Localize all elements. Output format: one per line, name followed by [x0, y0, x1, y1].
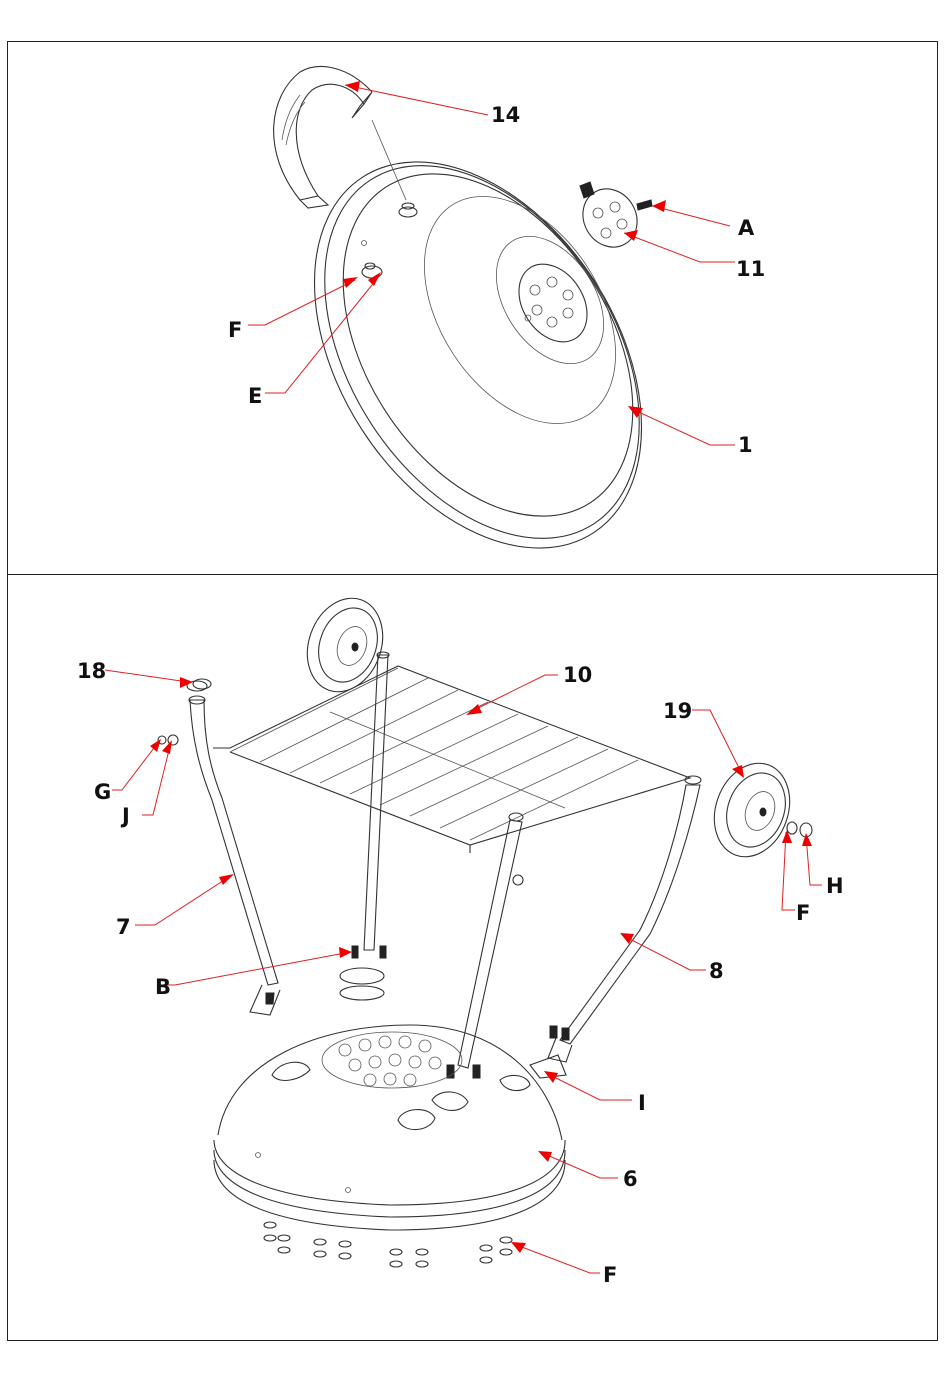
callout-B: B	[155, 975, 171, 999]
callout-H: H	[826, 874, 844, 898]
callout-E: E	[248, 384, 262, 408]
leg-rear	[340, 652, 389, 1000]
bowl-fasteners-F	[264, 1222, 512, 1267]
callout-14: 14	[491, 103, 520, 127]
leg-cap-18	[158, 679, 211, 745]
handle-mount	[362, 120, 418, 278]
leg-8	[530, 776, 701, 1078]
callout-7: 7	[116, 915, 131, 939]
top-leaders	[248, 81, 735, 445]
leg-7	[187, 681, 280, 1015]
leg-front	[447, 813, 523, 1078]
callout-J: J	[120, 804, 130, 828]
callout-G: G	[94, 780, 111, 804]
damper-vent-11	[572, 179, 652, 257]
callout-F-wheel: F	[796, 901, 810, 925]
callout-F-top: F	[228, 318, 242, 342]
callout-10: 10	[563, 663, 592, 687]
bowl-6	[214, 1025, 565, 1230]
callout-1: 1	[738, 433, 753, 457]
callout-19: 19	[663, 699, 692, 723]
callout-8: 8	[709, 959, 724, 983]
grate-shelf-10	[213, 666, 690, 853]
callout-6: 6	[623, 1167, 638, 1191]
callout-A: A	[738, 216, 755, 240]
callout-18: 18	[77, 659, 106, 683]
callout-11: 11	[736, 257, 765, 281]
callout-F-bowl: F	[603, 1263, 617, 1287]
wheel-left	[295, 588, 395, 703]
callout-I: I	[638, 1091, 646, 1115]
wheel-right	[702, 753, 812, 868]
